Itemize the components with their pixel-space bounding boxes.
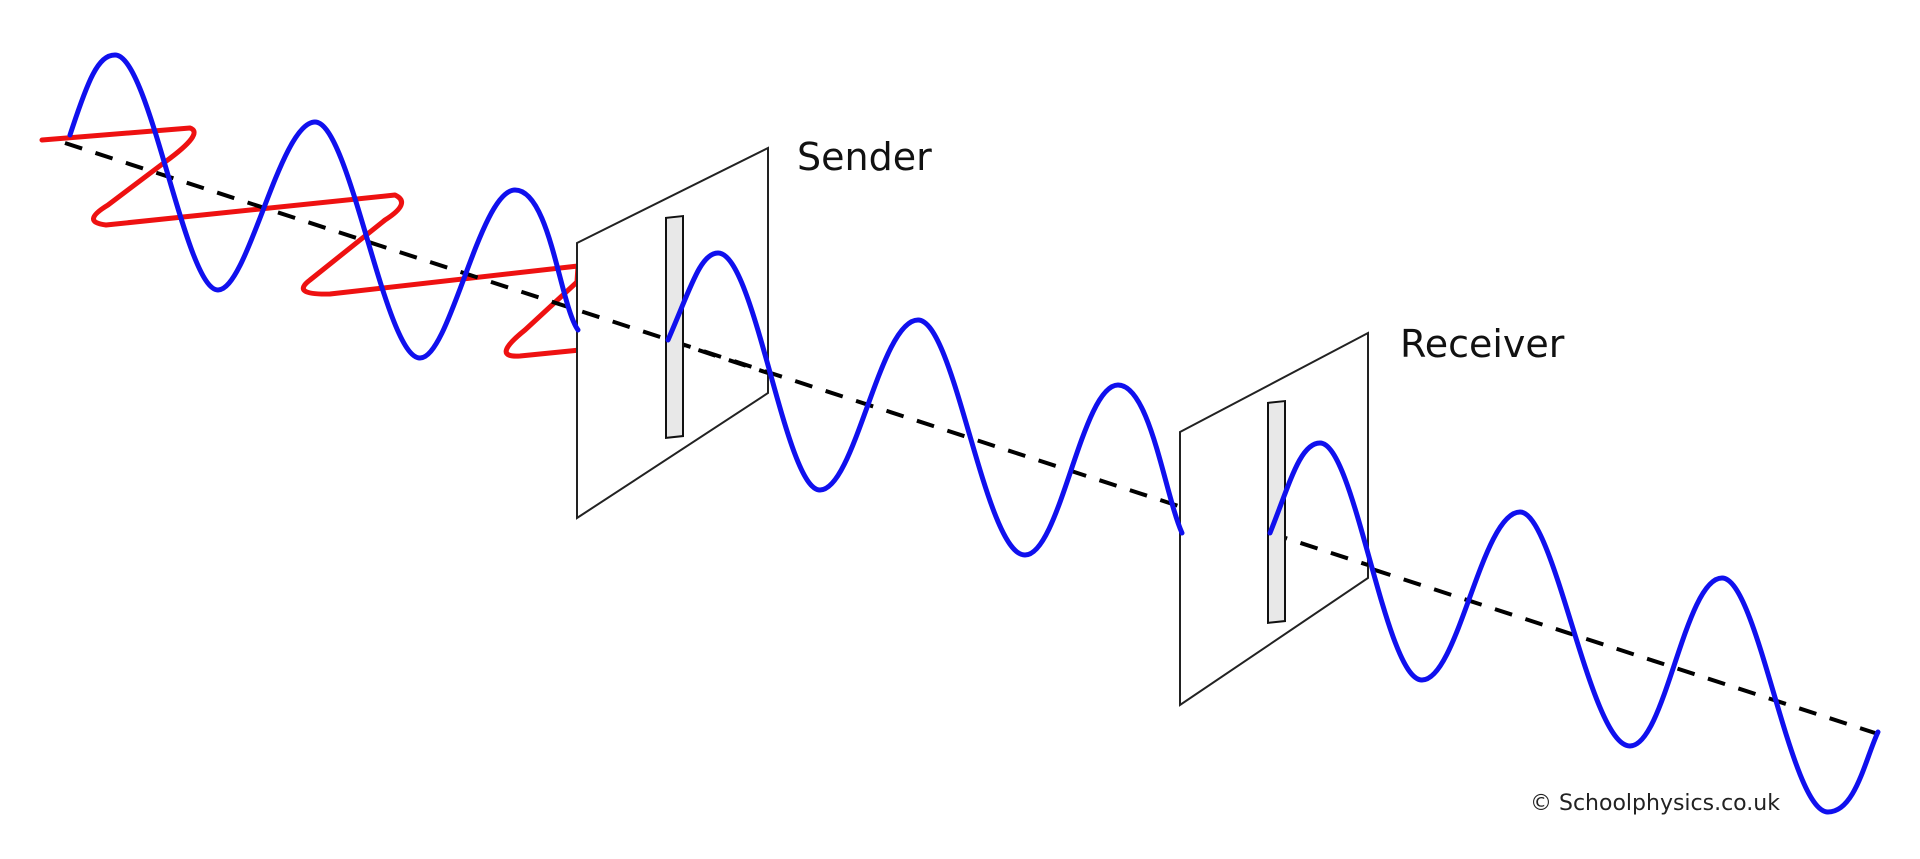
vertical-wave-received (1267, 440, 1881, 815)
axis-on-receiver (1269, 531, 1369, 567)
vertical-wave-transmitted (665, 250, 1185, 558)
receiver-label: Receiver (1400, 322, 1565, 366)
copyright-credit: © Schoolphysics.co.uk (1530, 791, 1780, 816)
vertical-wave-incident (67, 52, 581, 361)
axis-on-sender (667, 338, 769, 375)
sender-label: Sender (797, 135, 932, 179)
horizontal-wave (39, 125, 583, 359)
